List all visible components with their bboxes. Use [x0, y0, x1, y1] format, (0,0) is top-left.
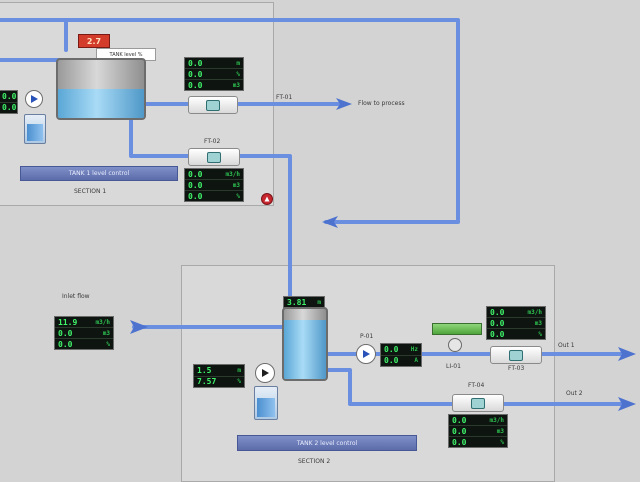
pump-play-icon	[31, 95, 38, 103]
flow-meter-1-label: FT-01	[276, 94, 293, 101]
display-row: 7.57%	[197, 377, 241, 387]
pressure-indicator-icon[interactable]	[448, 338, 462, 352]
display-row: 0.0%	[188, 191, 240, 201]
arrow-outlet-1-icon	[618, 347, 636, 361]
upper-tank-level	[58, 89, 144, 118]
upper-section-caption: SECTION 1	[74, 188, 107, 195]
outflow-label: Flow to process	[358, 100, 405, 107]
arrow-to-process-icon	[336, 98, 352, 110]
level-bar-indicator	[432, 323, 482, 335]
tank-alarm-tag[interactable]: 2.7	[78, 34, 110, 48]
pump-play-icon	[262, 369, 269, 377]
flow-meter-3-label: FT-03	[508, 365, 525, 372]
display-row: 0.0	[0, 91, 17, 103]
pump-label: P-01	[360, 333, 374, 340]
tank-tooltip-text: TANK level %	[109, 51, 143, 58]
tank-alarm-tag-text: 2.7	[86, 36, 102, 46]
display-row: 0.0%	[452, 437, 504, 447]
lower-tank[interactable]	[282, 307, 328, 381]
lower-left-pump[interactable]	[255, 363, 275, 383]
outflow-1-label: Out 1	[558, 342, 575, 349]
flow-meter-3[interactable]	[490, 346, 542, 364]
display-row: 0.0%	[490, 329, 542, 339]
upper-small-vessel	[24, 114, 46, 144]
arrow-return-icon	[322, 216, 338, 228]
upper-status-bar[interactable]: TANK 1 level control	[20, 166, 178, 181]
upper-status-bar-text: TANK 1 level control	[68, 170, 130, 177]
indicator-label: LI-01	[446, 363, 461, 370]
upper-tank[interactable]	[56, 58, 146, 120]
display-row: 0.0%	[185, 69, 243, 80]
flow-meter-2-label: FT-02	[204, 138, 221, 145]
display-row: 0.0%	[58, 339, 110, 349]
flow-meter-2[interactable]	[188, 148, 240, 166]
display-row: 0.0	[2, 103, 17, 113]
upper-pump[interactable]	[25, 90, 43, 108]
flow-meter-4[interactable]	[452, 394, 504, 412]
arrow-outlet-2-icon	[618, 397, 636, 411]
outflow-2-label: Out 2	[566, 390, 583, 397]
alarm-icon[interactable]	[261, 193, 273, 205]
lower-small-vessel	[254, 386, 278, 420]
pump-play-icon	[363, 350, 370, 358]
inlet-label: Inlet flow	[62, 293, 90, 300]
lower-section-caption: SECTION 2	[298, 458, 331, 465]
lower-status-bar-text: TANK 2 level control	[296, 439, 358, 447]
upper-left-display: 0.0 0.0	[0, 90, 18, 114]
arrow-inlet-icon	[130, 320, 148, 334]
lower-status-bar[interactable]: TANK 2 level control	[237, 435, 417, 451]
lower-pump[interactable]	[356, 344, 376, 364]
flow-meter-4-label: FT-04	[468, 382, 485, 389]
lower-tank-level	[284, 320, 326, 379]
flow-meter-1[interactable]	[188, 96, 238, 114]
